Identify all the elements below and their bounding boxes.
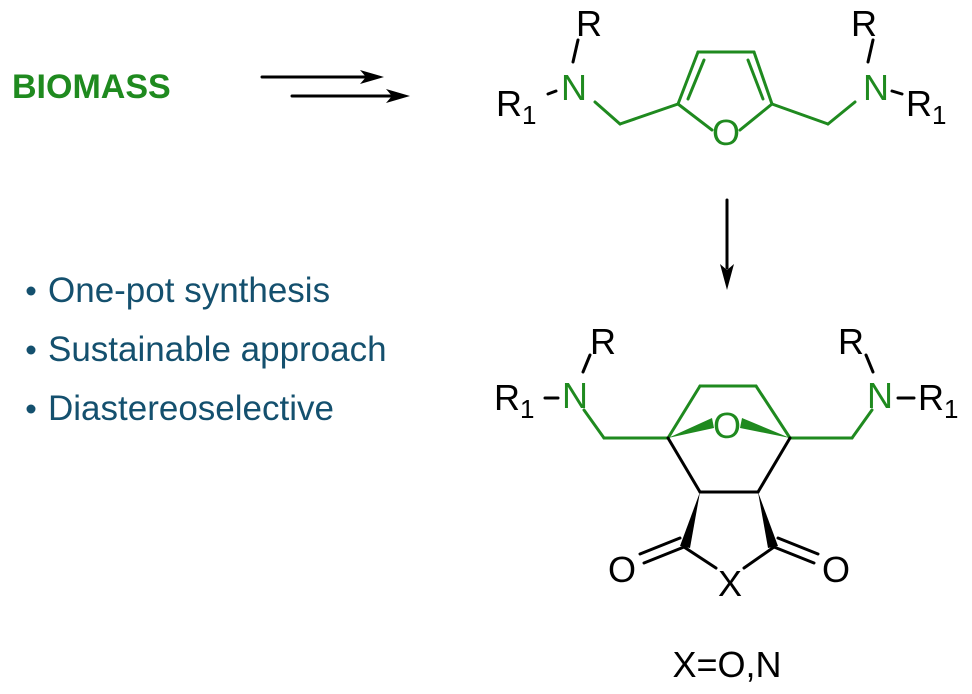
adduct-structure	[543, 353, 916, 570]
adduct-r1-right-label: R1	[918, 377, 958, 424]
adduct-x-label: X	[718, 563, 742, 604]
biomass-label: BIOMASS	[12, 68, 171, 106]
double-arrow	[260, 70, 410, 103]
adduct-carbonyl-o-left-label: O	[608, 549, 636, 590]
feature-item-sustainable: Sustainable approach	[48, 330, 387, 369]
adduct-n-left-label: N	[562, 375, 588, 416]
furan-r1-left-label: R1	[496, 83, 536, 130]
furan-oxygen-label: O	[712, 112, 740, 153]
adduct-carbonyl-o-right-label: O	[822, 549, 850, 590]
bullet-dot	[26, 404, 36, 414]
bullet-dot	[26, 286, 36, 296]
bullet-dot	[26, 345, 36, 355]
adduct-r1-left-label: R1	[494, 377, 534, 424]
furan-n-right-label: N	[863, 67, 889, 108]
x-definition-caption: X=O,N	[672, 644, 781, 685]
feature-list: One-pot synthesis Sustainable approach D…	[26, 271, 387, 428]
furan-n-left-label: N	[561, 67, 587, 108]
furan-diamine-structure	[546, 38, 904, 132]
feature-item-diastereoselective: Diastereoselective	[48, 389, 334, 428]
furan-r1-right-label: R1	[906, 83, 946, 130]
adduct-r-left-label: R	[590, 321, 616, 362]
furan-r-right-label: R	[851, 3, 877, 44]
adduct-r-right-label: R	[838, 321, 864, 362]
adduct-n-right-label: N	[867, 375, 893, 416]
down-arrow	[720, 198, 734, 290]
adduct-bridge-oxygen-label: O	[713, 405, 741, 446]
furan-r-left-label: R	[576, 3, 602, 44]
feature-item-one-pot: One-pot synthesis	[48, 271, 330, 310]
